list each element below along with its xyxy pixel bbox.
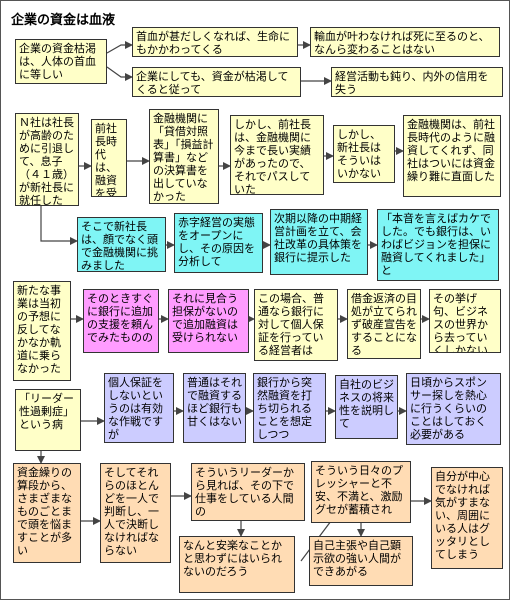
node-daily-pressure: そういう日々のプレッシャーと不安、不満と、激励グセが蓄積され xyxy=(311,461,411,523)
diagram-title: 企業の資金は血液 xyxy=(11,13,116,28)
node-decide-alone: そしてそれらのほとんどを一人で判断し、一人で決断しなければならない xyxy=(100,463,171,563)
node-leader-view: そういうリーダーから見れば、その下で仕事をしている人間の xyxy=(191,463,305,521)
node-previous-president: 前社長時代は、融資を受ける際 xyxy=(91,119,127,197)
node-explain-future: 自社のビジネスの将来性を説明して xyxy=(335,375,398,439)
node-company-funds: 企業にしても、資金が枯渇してくると従って xyxy=(132,67,301,97)
node-personal-guarantee: この場合、普通なら銀行に対して個人保証を行っている経営者は xyxy=(254,289,338,361)
node-challenge-with-head: そこで新社長は、顔でなく頭で金融機関に挑みました xyxy=(77,217,166,272)
node-no-collateral: それに見合う担保がないので追加融資は受けられない xyxy=(168,289,249,353)
node-lose-credit: 経営活動も鈍り、内外の信用を失う xyxy=(331,67,503,97)
node-self-centered: 自分が中心でなければ気がすまない、周囲にいる人はグッタリとしてしまう xyxy=(431,467,503,569)
node-assume-cutoff: 銀行から突然融資を打ち切られることを想定しつつ xyxy=(253,373,326,443)
node-n-company-successor: Ｎ社は社長が高齢のために引退して、息子（４１歳）が新社長に就任した xyxy=(15,113,79,206)
node-no-statements: 金融機関に「貸借対照表」「損益計算書」などの決算書を出していなかった xyxy=(149,109,219,204)
node-mid-term-plan: 次期以降の中期経営計画を立て、会社改革の具体策を銀行に提示した xyxy=(270,209,368,275)
node-passed-with-record: しかし、前社長は、金融機関に今まで長い実績があったので、それでパスしていた xyxy=(230,115,324,195)
node-no-personal-guarantee: 個人保証をしないというのは有効な作戦ですが xyxy=(104,373,174,443)
node-cash-flow-worries: 資金繰りの算段から、さまざまなものごとまで頭を悩ますことが多い xyxy=(13,463,81,563)
node-self-assertion: 自己主張や自己顕示欲の強い人間ができあがる xyxy=(309,536,413,586)
node-new-business-failed: 新たな事業は当初の予想に反してなかなか軌道に乗らなかった xyxy=(13,281,71,381)
node-not-for-new-president: しかし、新社長はそういはいかない xyxy=(333,125,395,183)
arrow xyxy=(106,41,133,54)
node-funding-difficulty: 金融機関は、前社長時代のように融資してくれず、同社はついには資金繰り難に直面した xyxy=(403,115,501,197)
node-fund-depletion: 企業の資金枯渇は、人体の首血に等しい xyxy=(15,39,107,84)
arrow xyxy=(40,206,78,245)
node-leave-business: その挙げ句、ビジネスの世界から去っていくしかない xyxy=(429,289,501,353)
node-open-deficit: 赤字経営の実態をオープンにし、その原因を分析して xyxy=(174,213,263,273)
node-bankruptcy: 借金返済の目処が立てられず破産宣告をすることになる xyxy=(347,289,421,359)
node-how-easy: なんと安楽なことかと思わずにはいられないのだろう xyxy=(179,536,295,593)
node-find-sponsor: 日頃からスポンサー探しを熱心に行うくらいのことはしておく必要がある xyxy=(406,373,501,445)
node-vision-collateral: 「本音を言えばカケでした。でも銀行は、いわばビジョンを担保に融資してくれました」… xyxy=(377,209,499,281)
arrow xyxy=(106,66,133,81)
node-severe-blood-loss: 首血が甚だしくなれば、生命にもかかわってくる xyxy=(132,27,298,57)
node-no-transfusion: 輸血が叶わなければ死に至るのと、なんら変わることはない xyxy=(310,27,500,57)
node-request-additional-support: そのときすぐに銀行に追加の支援を頼んでみたものの xyxy=(83,289,159,353)
node-bank-not-lenient: 普通はそれで融資するほど銀行も甘くはない xyxy=(183,373,246,443)
node-leader-excess-disease: 「リーダー性過剰症」という病 xyxy=(15,389,81,451)
